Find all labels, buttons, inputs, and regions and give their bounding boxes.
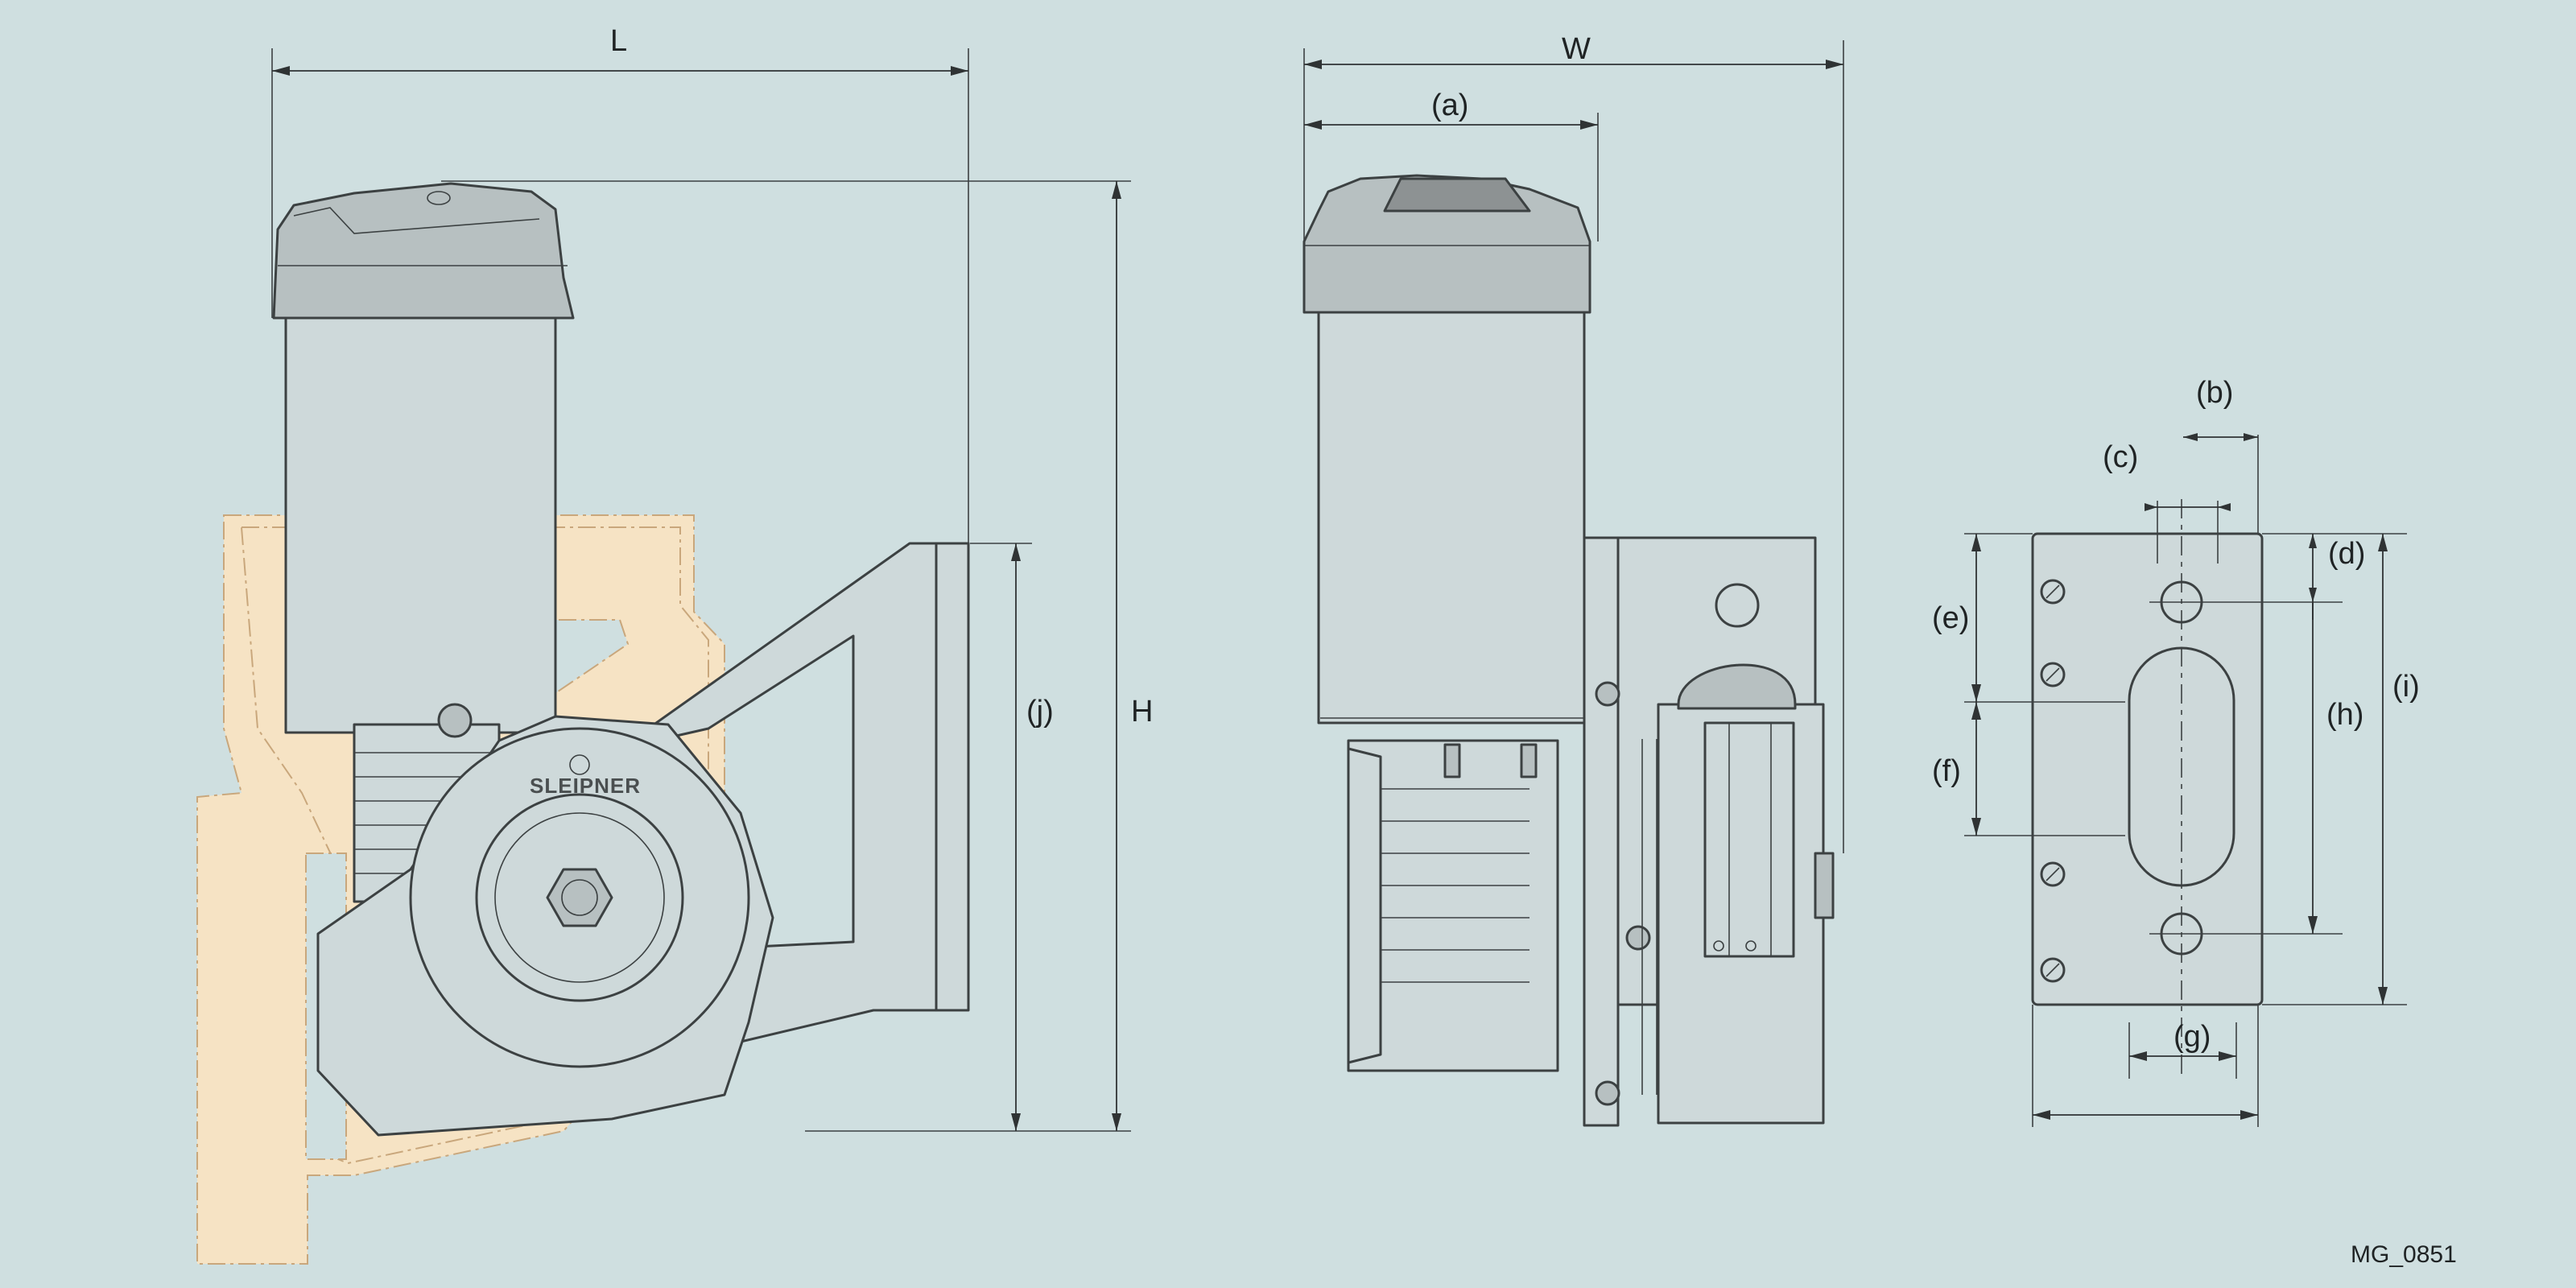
mounting-holes (2040, 579, 2066, 983)
front-side-plate (1583, 536, 1835, 1127)
front-view (1302, 40, 1844, 1127)
hex-nut (546, 868, 613, 927)
side-view: SLEIPNER (196, 48, 1131, 1265)
dimension-lines (272, 60, 2388, 1131)
dim-label-g: (g) (2174, 1020, 2211, 1054)
side-extension-lines (271, 48, 1131, 1132)
dim-label-d: (d) (2328, 537, 2365, 571)
drawing-reference: MG_0851 (2351, 1241, 2457, 1268)
plate-extension-lines (1964, 435, 2407, 1127)
base-plate-view (1964, 435, 2407, 1127)
front-motor-body (1317, 311, 1586, 724)
dim-label-h: (h) (2326, 698, 2363, 732)
dim-label-L: L (610, 24, 627, 58)
motor-cap (272, 182, 575, 320)
dimension-labels: L W H (j) (a) (b) (c) (d) (e) (f) (g) (h… (610, 24, 2420, 1054)
brand-mark: SLEIPNER (530, 774, 641, 798)
dim-label-a: (a) (1431, 89, 1468, 122)
dim-label-b: (b) (2196, 376, 2233, 410)
mounting-plate (935, 542, 970, 1012)
dim-label-i: (i) (2392, 670, 2420, 704)
dim-label-j: (j) (1026, 695, 1054, 729)
front-motor-cap (1302, 174, 1591, 314)
wheel-housing: SLEIPNER (316, 703, 774, 1137)
dim-label-W: W (1562, 32, 1591, 66)
dim-label-c: (c) (2103, 440, 2138, 474)
front-gear-housing (1347, 739, 1559, 1072)
front-extension-lines (1303, 40, 1844, 853)
base-plate (2031, 532, 2264, 1006)
dim-label-H: H (1131, 695, 1153, 729)
dim-label-e: (e) (1932, 601, 1969, 635)
dim-label-f: (f) (1932, 754, 1961, 788)
motor-body (284, 316, 557, 734)
